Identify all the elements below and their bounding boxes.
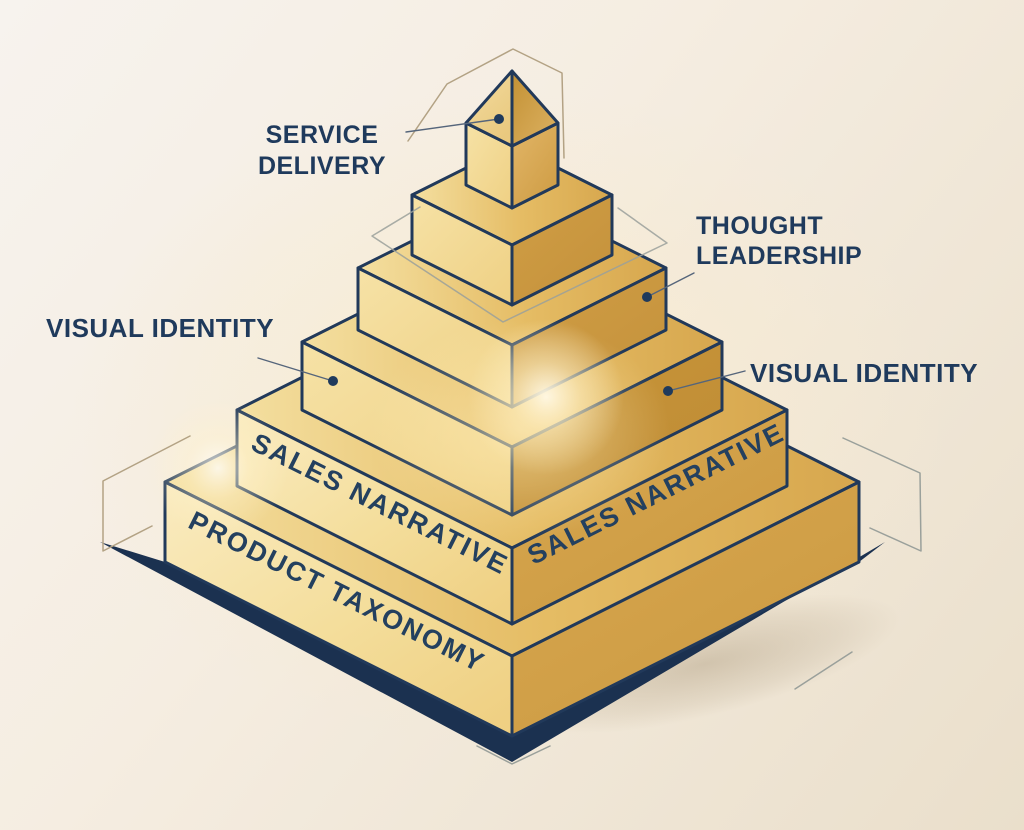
leader-service-delivery (405, 114, 504, 133)
leader-visual-identity-left (257, 357, 338, 386)
face-highlight-halo (370, 320, 670, 540)
apex-service-delivery (464, 69, 560, 210)
apex-hexagon-accent (407, 48, 565, 159)
leader-dot (328, 376, 338, 386)
left-bracket-accent (102, 435, 191, 552)
tier-5-right-face (510, 193, 614, 307)
leader-dot (642, 292, 652, 302)
callout-visual-identity-left: VISUAL IDENTITY (46, 313, 274, 343)
leader-thought-leadership (642, 272, 695, 302)
leader-dot (494, 114, 504, 124)
face-highlight-left-corner (148, 398, 288, 538)
right-bracket-accent (842, 437, 922, 552)
callout-visual-identity-right: VISUAL IDENTITY (750, 358, 978, 388)
leader-dot (663, 386, 673, 396)
leader-visual-identity-right (663, 370, 746, 396)
callout-service-delivery-line2: DELIVERY (258, 152, 386, 180)
tier-1-right-face (510, 480, 861, 738)
bottom-chevron-accent (476, 745, 551, 765)
bottom-right-dash-accent (794, 651, 853, 690)
apex-cap-right-face (510, 69, 560, 148)
callout-thought-leadership-line1: THOUGHT (696, 212, 823, 240)
mid-diamond-accent (371, 206, 668, 323)
callout-thought-leadership-line2: LEADERSHIP (696, 242, 862, 270)
tier-2-right-face (510, 408, 789, 626)
callout-service-delivery-line1: SERVICE (266, 121, 379, 149)
